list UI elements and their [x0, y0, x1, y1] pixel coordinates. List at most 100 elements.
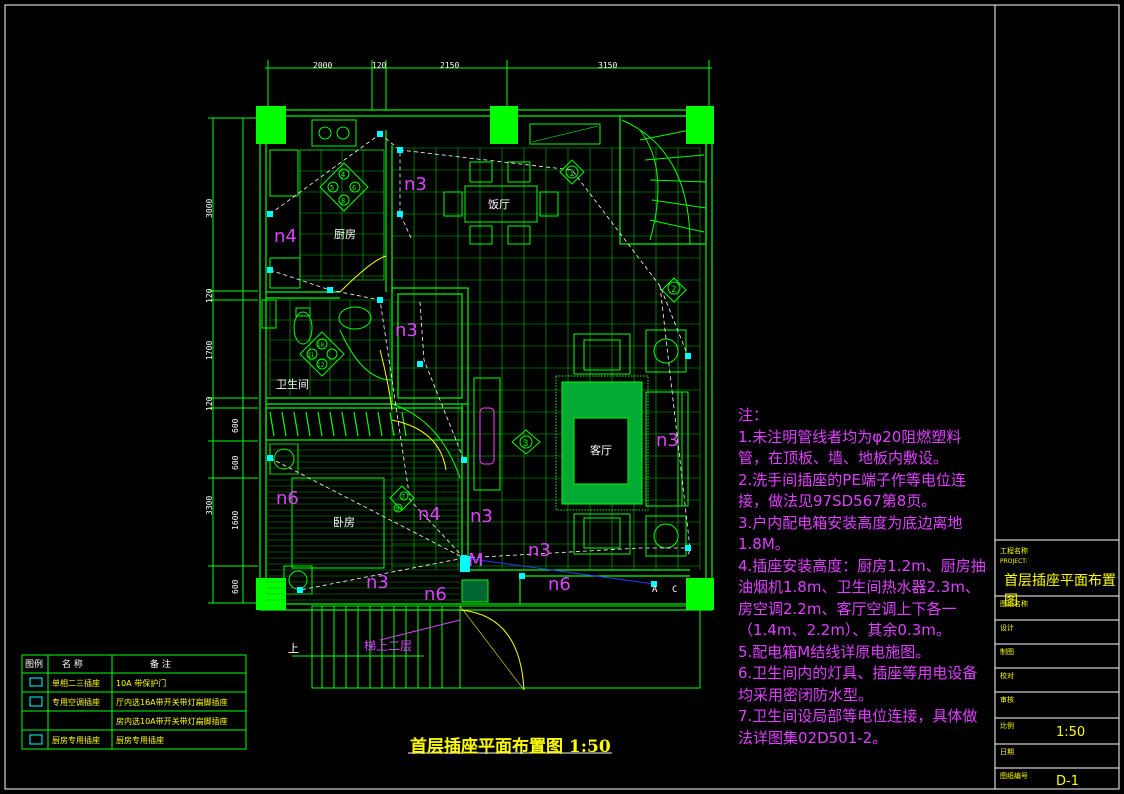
marker-3: 3 — [523, 439, 528, 449]
tb-project-label-en: PROJECT: — [1000, 558, 1027, 565]
socket — [651, 581, 657, 587]
circuit-label-m: M — [468, 550, 484, 571]
columns — [256, 106, 714, 610]
wire-blue — [463, 557, 655, 585]
corner-socket-c: C — [672, 585, 677, 595]
circuit-label: n3 — [470, 506, 493, 527]
tb-row-label: 图纸编号 — [1000, 771, 1028, 780]
socket — [685, 545, 691, 551]
marker-1: 1 — [569, 169, 574, 179]
dim-left-4: 120 — [205, 396, 214, 411]
note-item: 3.户内配电箱安装高度为底边离地1.8M。 — [738, 513, 963, 554]
legend-header-name: 名 称 — [62, 658, 83, 670]
tb-row-label: 审核 — [1000, 695, 1014, 704]
note-item: 1.未注明管线者均为φ20阻燃塑料管，在顶板、墙、地板内敷设。 — [738, 427, 962, 468]
dim-left-2: 120 — [205, 288, 214, 303]
tb-drawing-name: 首层插座平面布置图 — [1004, 573, 1116, 609]
socket — [397, 211, 403, 217]
legend-row-note: 厨房专用插座 — [116, 735, 164, 745]
circuit-label: n3 — [366, 572, 389, 593]
note-item: 5.配电箱M结线详原电施图。 — [738, 642, 931, 661]
legend-row-note: 房内选10A带开关带灯扁脚插座 — [116, 716, 228, 726]
tb-row-label: 制图 — [1000, 647, 1014, 656]
top-dimensions — [265, 60, 712, 110]
dim-left-9: 600 — [231, 579, 240, 594]
marker-2: 2 — [671, 285, 676, 295]
circuit-label: n4 — [418, 504, 441, 525]
socket — [685, 353, 691, 359]
marker-4: 4 — [341, 171, 345, 179]
socket — [461, 457, 467, 463]
dim-left-8: 1600 — [231, 511, 240, 530]
stair-up-text: 梯上二层 — [364, 639, 412, 653]
legend-row-name: 单相二三插座 — [52, 678, 100, 688]
legend-row-name: 厨房专用插座 — [52, 735, 100, 745]
tb-row-label: 设计 — [1000, 623, 1014, 632]
dim-left-7: 3300 — [205, 496, 214, 515]
walls — [259, 109, 713, 611]
legend-row-note: 10A 带保护门 — [116, 678, 166, 688]
room-living: 客厅 — [590, 443, 612, 457]
dim-top-1: 2000 — [313, 61, 332, 70]
tv-cabinet — [473, 377, 501, 491]
legend-header-symbol: 图例 — [25, 658, 43, 670]
circuit-label: n4 — [274, 226, 297, 247]
wire-stair — [379, 619, 461, 641]
tb-row-label: 日期 — [1000, 748, 1014, 756]
tb-scale: 1:50 — [1056, 725, 1085, 740]
legend-row-name: 专用空调插座 — [52, 697, 100, 707]
socket — [519, 573, 525, 579]
circuit-label: n3 — [404, 174, 427, 195]
marker-6: 6 — [352, 184, 356, 192]
drawing-title: 首层插座平面布置图 1:50 — [410, 737, 611, 757]
dining-window — [529, 123, 601, 145]
circuit-label: n3 — [395, 320, 418, 341]
wiring-lines — [269, 133, 691, 591]
dim-top-3: 2150 — [440, 61, 459, 70]
socket — [267, 211, 273, 217]
note-item: 7.卫生间设局部等电位连接，具体做法详图集02D501-2。 — [738, 707, 978, 747]
dim-left-5: 600 — [231, 418, 240, 433]
entry-stair — [292, 579, 701, 691]
socket — [377, 297, 383, 303]
marker-11: 11 — [307, 352, 315, 359]
door-swings — [339, 255, 447, 471]
drawing-frame — [4, 4, 1120, 790]
tb-row-label: 比例 — [1000, 721, 1014, 730]
marker-5: 5 — [330, 184, 334, 192]
fixture-markers — [299, 159, 687, 513]
dim-top-2: 120 — [372, 61, 387, 70]
marker-9: 9 — [395, 505, 399, 513]
notes-panel: 注： 1.未注明管线者均为φ20阻燃塑料管，在顶板、墙、地板内敷设。 2.洗手间… — [738, 405, 988, 749]
stair-up-label: 上 — [288, 642, 299, 655]
title-block — [994, 5, 1119, 789]
bedroom-floor-boards — [266, 443, 460, 601]
circuit-label: n6 — [424, 584, 447, 605]
left-dimensions — [208, 117, 258, 604]
dim-left-1: 3000 — [205, 199, 214, 218]
note-item: 4.插座安装高度：厨房1.2m、厨房抽油烟机1.8m、卫生间热水器2.3m、房空… — [738, 556, 986, 640]
room-dining: 饭厅 — [488, 198, 510, 211]
room-bath: 卫生间 — [276, 377, 309, 391]
dining-table — [443, 161, 559, 245]
circuit-label: n6 — [548, 574, 571, 595]
tb-row-label: 校对 — [1000, 671, 1014, 680]
dim-left-6: 600 — [231, 455, 240, 470]
dim-top-4: 3150 — [598, 61, 617, 70]
circuit-label: n3 — [528, 540, 551, 561]
tb-sheet-no: D-1 — [1056, 774, 1079, 789]
bedroom-furniture — [269, 403, 461, 595]
legend-table — [21, 654, 247, 750]
circuit-label: n6 — [276, 488, 299, 509]
note-item: 6.卫生间内的灯具、插座等用电设备均采用密闭防水型。 — [738, 664, 978, 704]
socket — [397, 147, 403, 153]
tb-row-label: 图纸名称 — [1000, 599, 1028, 608]
legend-header-note: 备 注 — [150, 658, 171, 670]
spiral-stair — [621, 119, 707, 245]
dim-left-3: 1700 — [205, 341, 214, 360]
socket — [377, 131, 383, 137]
socket — [327, 287, 333, 293]
distribution-box — [460, 556, 470, 572]
room-kitchen: 厨房 — [334, 228, 356, 241]
